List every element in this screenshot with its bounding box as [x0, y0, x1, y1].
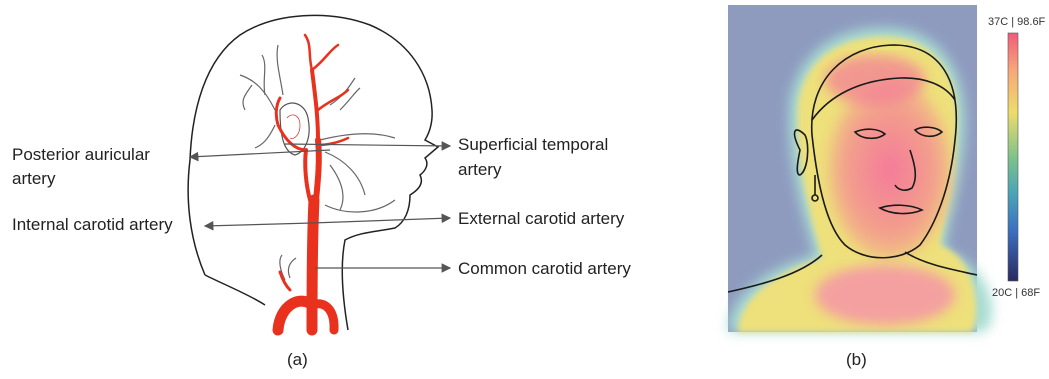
thermal-image [728, 5, 992, 332]
superficial-temporal-arrow [285, 144, 450, 146]
arteries [276, 35, 348, 330]
posterior-auricular-arrow [190, 150, 330, 157]
scale-max-label: 37C | 98.6F [988, 16, 1045, 28]
temperature-scale-bar [1008, 33, 1018, 281]
label-common-carotid: Common carotid artery [458, 258, 631, 280]
label-posterior-auricular-line1: Posterior auricular [12, 144, 150, 166]
label-posterior-auricular-line2: artery [12, 168, 55, 190]
common-carotid-vessel [312, 200, 314, 330]
label-superficial-temporal-line2: artery [458, 159, 501, 181]
caption-a: (a) [287, 350, 308, 370]
scale-min-label: 20C | 68F [992, 287, 1040, 299]
internal-carotid-arrow [205, 223, 312, 226]
label-external-carotid: External carotid artery [458, 208, 624, 230]
superficial-temporal-vessel [312, 70, 318, 140]
label-internal-carotid: Internal carotid artery [12, 214, 173, 236]
external-carotid-vessel [316, 140, 319, 200]
caption-b: (b) [846, 350, 867, 370]
external-carotid-arrow [312, 218, 450, 223]
internal-carotid-vessel [305, 150, 310, 200]
label-superficial-temporal-line1: Superficial temporal [458, 134, 608, 156]
